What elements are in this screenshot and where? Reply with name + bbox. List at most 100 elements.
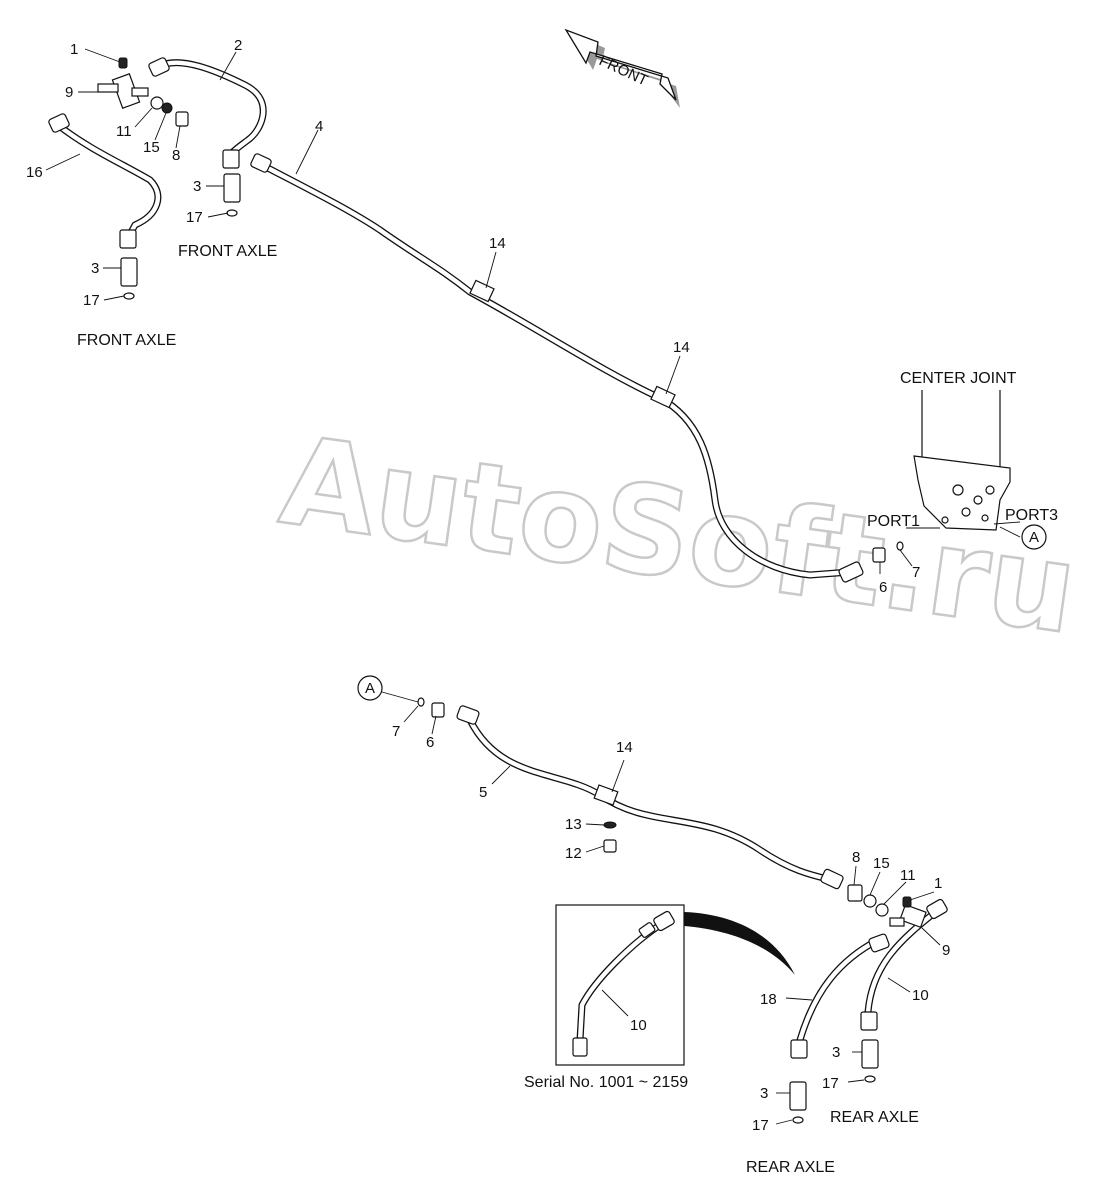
callout-14-b: 14 [673, 339, 690, 356]
hose-4 [258, 161, 854, 579]
tee-block-9 [97, 73, 149, 109]
oring-17-front-a [226, 209, 238, 217]
fitting-18-top [868, 933, 890, 953]
detail-indicator-arrow [684, 912, 795, 975]
hose-2 [156, 59, 267, 159]
callout-9-rear: 9 [942, 942, 950, 959]
clamp-14-b [650, 385, 676, 409]
oring-17-rear-b [792, 1116, 804, 1124]
callout-14-c: 14 [616, 739, 633, 756]
bolt-12 [603, 839, 617, 853]
clamp-14-c [593, 784, 619, 806]
callout-7-bottom: 7 [392, 723, 400, 740]
nut-8-rear [847, 884, 863, 902]
adapter-3-rear-b [789, 1081, 807, 1111]
callout-17-rear-a: 17 [822, 1075, 839, 1092]
fitting-5-end-b [820, 868, 844, 890]
callout-3-front-a: 3 [193, 178, 201, 195]
fitting-2-end [148, 57, 170, 77]
front-direction-arrow: FRONT [564, 28, 680, 108]
bolt-1 [118, 57, 128, 69]
fitting-4-end [250, 153, 272, 173]
caption-rear-axle-bottom: REAR AXLE [746, 1159, 835, 1176]
callout-17-front-a: 17 [186, 209, 203, 226]
callout-12: 12 [565, 845, 582, 862]
fitting-10-top [926, 898, 948, 920]
callout-14-a: 14 [489, 235, 506, 252]
fitting-4-end-b [838, 561, 864, 583]
caption-rear-axle-right: REAR AXLE [830, 1109, 919, 1126]
callout-2: 2 [234, 37, 242, 54]
washer-11-rear [875, 903, 889, 917]
oring-7-top [896, 541, 904, 551]
callout-3-rear-a: 3 [832, 1044, 840, 1061]
callout-17-front-b: 17 [83, 292, 100, 309]
callout-1-rear: 1 [934, 875, 942, 892]
callout-11: 11 [116, 123, 132, 140]
leaders-upper [45, 48, 1021, 574]
callout-11-rear: 11 [900, 867, 916, 884]
callout-10-inset: 10 [630, 1017, 647, 1034]
callout-3-rear-b: 3 [760, 1085, 768, 1102]
callout-8: 8 [172, 147, 180, 164]
caption-center-joint: CENTER JOINT [900, 370, 1017, 387]
caption-serial-note: Serial No. 1001 ~ 2159 [524, 1074, 688, 1091]
fitting-2-lower [222, 149, 240, 169]
callout-7-top: 7 [912, 564, 920, 581]
callout-18: 18 [760, 991, 777, 1008]
oring-7-bottom [417, 697, 425, 707]
bolt-1-rear [902, 896, 912, 908]
adapter-3-rear-a [861, 1039, 879, 1069]
caption-front-axle-upper: FRONT AXLE [178, 243, 277, 260]
leaders-lower [381, 691, 941, 1125]
callout-1: 1 [70, 41, 78, 58]
connector-a-top-label: A [1029, 529, 1039, 546]
callout-17-rear-b: 17 [752, 1117, 769, 1134]
callout-15-rear: 15 [873, 855, 890, 872]
tee-block-9-rear [889, 903, 927, 929]
seal-15 [161, 102, 173, 114]
oring-17-rear-a [864, 1075, 876, 1083]
caption-port3: PORT3 [1005, 507, 1058, 524]
clamp-14-a [469, 279, 495, 303]
serial-inset [555, 904, 685, 1066]
callout-13: 13 [565, 816, 582, 833]
connector-a-bottom-label: A [365, 680, 375, 697]
connector-a-top: A [1021, 524, 1047, 550]
adapter-3-front-a [223, 173, 241, 203]
seal-15-rear [863, 894, 877, 908]
hose-5 [466, 716, 836, 884]
callout-3-front-b: 3 [91, 260, 99, 277]
fitting-10-lower [860, 1011, 878, 1031]
washer-11 [150, 96, 164, 110]
callout-6-bottom: 6 [426, 734, 434, 751]
connector-a-bottom: A [357, 675, 383, 701]
connector-6-top [872, 547, 886, 563]
front-arrow-label: FRONT [596, 52, 650, 89]
nut-8 [175, 111, 189, 127]
connector-6-bottom [431, 702, 445, 718]
hose-10-rear [864, 906, 942, 1016]
callout-4: 4 [315, 118, 323, 135]
oring-17-front-b [123, 292, 135, 300]
fitting-16-lower [119, 229, 137, 249]
callout-10-rear: 10 [912, 987, 929, 1004]
callout-5: 5 [479, 784, 487, 801]
fitting-5-end [456, 705, 480, 725]
hose-16 [54, 121, 162, 242]
watermark: AutoSoft.ru [273, 409, 1085, 661]
adapter-3-front-b [120, 257, 138, 287]
center-joint [913, 390, 1011, 531]
callout-9: 9 [65, 84, 73, 101]
callout-8-rear: 8 [852, 849, 860, 866]
callout-15: 15 [143, 139, 160, 156]
caption-port1: PORT1 [867, 513, 920, 530]
callout-6-top: 6 [879, 579, 887, 596]
caption-front-axle-lower: FRONT AXLE [77, 332, 176, 349]
fitting-16-end [48, 113, 70, 133]
callout-16: 16 [26, 164, 43, 181]
hose-18 [796, 936, 882, 1044]
washer-13 [603, 821, 617, 829]
fitting-18-lower [790, 1039, 808, 1059]
